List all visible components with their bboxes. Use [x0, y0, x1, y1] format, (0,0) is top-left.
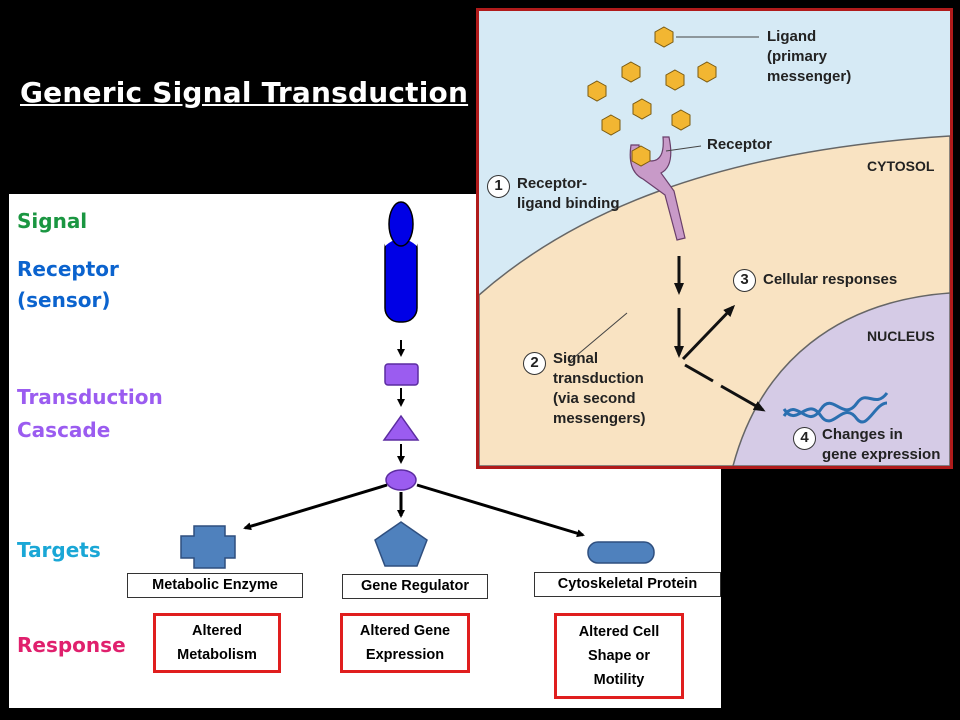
slide-title: Generic Signal Transduction — [20, 76, 469, 109]
label-line: Receptor- — [517, 175, 588, 192]
branch-arrow-enzyme — [243, 483, 388, 531]
target-cytoskeletal-protein: Cytoskeletal Protein — [534, 572, 721, 597]
nucleus-arrow-b — [720, 384, 766, 412]
label-line: ligand binding — [517, 195, 620, 212]
cascade-triangle-shape — [382, 414, 420, 441]
label-targets: Targets — [17, 538, 101, 562]
ligand-hexagon — [671, 109, 691, 131]
ligand-hexagon — [697, 61, 717, 83]
label-line: transduction — [553, 370, 644, 387]
response-line: Metabolism — [177, 647, 257, 663]
response-line: Altered Gene — [359, 623, 451, 639]
gene-regulator-shape — [374, 521, 428, 567]
label-signal: Signal — [17, 209, 88, 233]
nucleus-label: NUCLEUS — [867, 328, 935, 344]
branch-arrow-cytoskeleton — [416, 483, 585, 538]
response-line: Motility — [593, 672, 645, 688]
label-line: gene expression — [822, 446, 941, 463]
response-line: Expression — [365, 647, 445, 663]
label-line: messengers) — [553, 410, 646, 427]
nucleus-region — [732, 292, 950, 466]
ligand-hexagon — [621, 61, 641, 83]
cellular-response-arrow — [681, 304, 736, 361]
label-transduction: Transduction — [17, 385, 163, 409]
step3-number: 3 — [733, 269, 756, 292]
receptor-label: Receptor — [707, 136, 773, 153]
receptor-pointer — [665, 145, 702, 152]
response-line: Shape or — [587, 648, 651, 664]
label-line: (primary — [767, 48, 828, 65]
ligand-molecules — [587, 26, 717, 136]
step3-label: Cellular responses — [763, 271, 898, 288]
label-line: messenger) — [767, 68, 852, 85]
signal-ligand-shape — [388, 201, 414, 247]
step1-label: Receptor- ligand binding — [517, 174, 619, 214]
cascade-oval-shape — [385, 469, 417, 491]
target-gene-regulator: Gene Regulator — [342, 574, 488, 599]
target-metabolic-enzyme: Metabolic Enzyme — [127, 573, 303, 598]
step4-number: 4 — [793, 427, 816, 450]
response-line: Altered — [192, 623, 242, 639]
label-receptor: Receptor — [17, 257, 119, 281]
cell-signaling-inset: Ligand (primary messenger) Receptor CYTO… — [476, 8, 953, 469]
label-line: (via second — [553, 390, 636, 407]
label-cascade: Cascade — [17, 418, 111, 442]
response-line: Altered Cell — [578, 624, 660, 640]
label-line: Changes in — [822, 426, 903, 443]
label-receptor-sensor: (sensor) — [17, 288, 111, 312]
label-response: Response — [17, 633, 126, 657]
step4-label: Changes in gene expression — [822, 425, 940, 465]
cytoskeletal-protein-shape — [587, 541, 655, 564]
ligand-hexagon — [632, 98, 652, 120]
ligand-hexagon — [587, 80, 607, 102]
step2-label: Signal transduction (via second messenge… — [553, 349, 646, 429]
cytosol-label: CYTOSOL — [867, 158, 935, 174]
step2-number: 2 — [523, 352, 546, 375]
label-line: Ligand — [767, 28, 817, 45]
ligand-hexagon — [601, 114, 621, 136]
step1-number: 1 — [487, 175, 510, 198]
dna-icon — [782, 392, 889, 424]
pathway-graphics — [180, 201, 655, 569]
ligand-hexagon — [654, 26, 674, 48]
cascade-rectangle-shape — [384, 363, 419, 386]
receptor-shape — [384, 233, 418, 323]
ligand-hexagon — [665, 69, 685, 91]
cell-illustration — [479, 11, 950, 466]
label-line: Signal — [553, 350, 599, 367]
metabolic-enzyme-shape — [180, 525, 236, 569]
bound-ligand — [631, 145, 651, 167]
step2-pointer — [569, 312, 628, 362]
nucleus-arrow-a — [684, 363, 714, 383]
ligand-label: Ligand (primary messenger) — [767, 27, 851, 87]
